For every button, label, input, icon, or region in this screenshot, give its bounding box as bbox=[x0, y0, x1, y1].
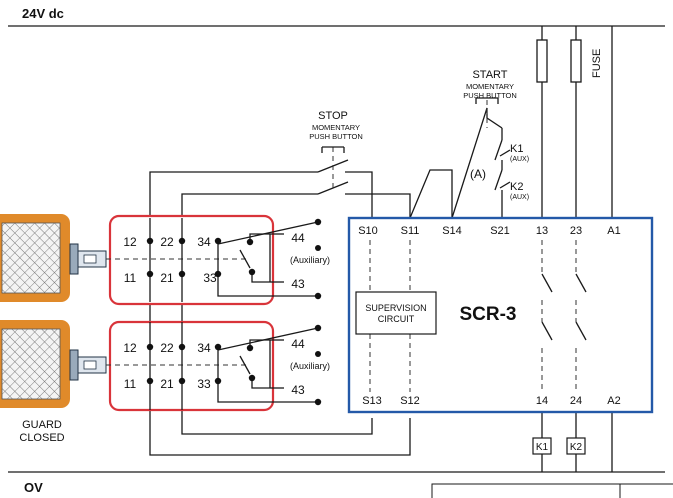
k1-aux-label: K1 bbox=[510, 143, 523, 155]
safety-switch-1 bbox=[106, 214, 322, 306]
sw2-terminal-44: 44 bbox=[291, 337, 305, 351]
table-corner bbox=[431, 483, 673, 498]
fuse-1 bbox=[536, 39, 548, 83]
sw1-terminal-33: 33 bbox=[203, 271, 217, 285]
relay-terminal-23: 23 bbox=[570, 225, 582, 237]
sw1-terminal-21: 21 bbox=[160, 271, 174, 285]
guard-label-line2: CLOSED bbox=[19, 432, 64, 444]
coil-k2-label: K2 bbox=[570, 442, 583, 453]
top-rail-label: 24V dc bbox=[22, 6, 64, 21]
relay-terminal-s12: S12 bbox=[400, 395, 420, 407]
relay-terminal-s11: S11 bbox=[401, 225, 420, 237]
sw2-terminal-43: 43 bbox=[291, 383, 305, 397]
start-sub2: PUSH BUTTON bbox=[463, 91, 517, 100]
relay-output-contacts bbox=[541, 240, 587, 392]
stop-push-button bbox=[317, 146, 349, 195]
relay-terminal-s14: S14 bbox=[442, 225, 462, 237]
coil-k1-label: K1 bbox=[536, 442, 549, 453]
stop-sub2: PUSH BUTTON bbox=[309, 132, 363, 141]
sw2-terminal-34: 34 bbox=[197, 341, 211, 355]
sw1-terminal-34: 34 bbox=[197, 235, 211, 249]
start-push-button bbox=[451, 97, 511, 219]
junction-dot bbox=[315, 351, 321, 357]
relay-terminal-24: 24 bbox=[570, 395, 582, 407]
relay-terminal-a2: A2 bbox=[607, 395, 620, 407]
wire-loop-bottom bbox=[149, 410, 411, 456]
start-label: START bbox=[472, 69, 507, 81]
guard-label-line1: GUARD bbox=[22, 419, 62, 431]
supervision-label-2: CIRCUIT bbox=[378, 314, 415, 324]
k2-aux-label: K2 bbox=[510, 181, 523, 193]
sw1-terminal-12: 12 bbox=[123, 235, 137, 249]
sw2-terminal-21: 21 bbox=[160, 377, 174, 391]
relay-terminal-s13: S13 bbox=[362, 395, 382, 407]
relay-terminal-s10: S10 bbox=[358, 225, 378, 237]
fuse-label: FUSE bbox=[591, 49, 603, 78]
sw2-terminal-11: 11 bbox=[124, 377, 137, 391]
sw1-terminal-11: 11 bbox=[124, 271, 137, 285]
relay-terminal-13: 13 bbox=[536, 225, 548, 237]
relay-name: SCR-3 bbox=[459, 304, 516, 325]
supervision-label-1: SUPERVISION bbox=[365, 303, 426, 313]
fuse-2 bbox=[570, 39, 582, 83]
start-sub1: MOMENTARY bbox=[466, 82, 514, 91]
guard-actuator-2 bbox=[0, 320, 107, 408]
sw2-terminal-12: 12 bbox=[123, 341, 137, 355]
guard-actuator-1 bbox=[0, 214, 107, 302]
sw1-terminal-44: 44 bbox=[291, 231, 305, 245]
junction-dot bbox=[315, 245, 321, 251]
safety-switch-2 bbox=[106, 320, 322, 412]
a-mark: (A) bbox=[470, 167, 486, 181]
stop-sub1: MOMENTARY bbox=[312, 123, 360, 132]
k2-aux-sub: (AUX) bbox=[510, 194, 529, 201]
sw1-terminal-43: 43 bbox=[291, 277, 305, 291]
relay-terminal-14: 14 bbox=[536, 395, 548, 407]
sw2-auxiliary-label: (Auxiliary) bbox=[290, 361, 330, 371]
supervision-circuit-box bbox=[355, 291, 437, 335]
sw2-terminal-33: 33 bbox=[197, 377, 211, 391]
bottom-rail-label: OV bbox=[24, 480, 43, 495]
k1-aux-sub: (AUX) bbox=[510, 156, 529, 163]
relay-terminal-s21: S21 bbox=[490, 225, 510, 237]
wire-loop-outer bbox=[149, 171, 318, 218]
sw1-auxiliary-label: (Auxiliary) bbox=[290, 255, 330, 265]
stop-label: STOP bbox=[318, 110, 348, 122]
sw1-terminal-22: 22 bbox=[160, 235, 174, 249]
sw2-terminal-22: 22 bbox=[160, 341, 174, 355]
relay-terminal-a1: A1 bbox=[607, 225, 620, 237]
